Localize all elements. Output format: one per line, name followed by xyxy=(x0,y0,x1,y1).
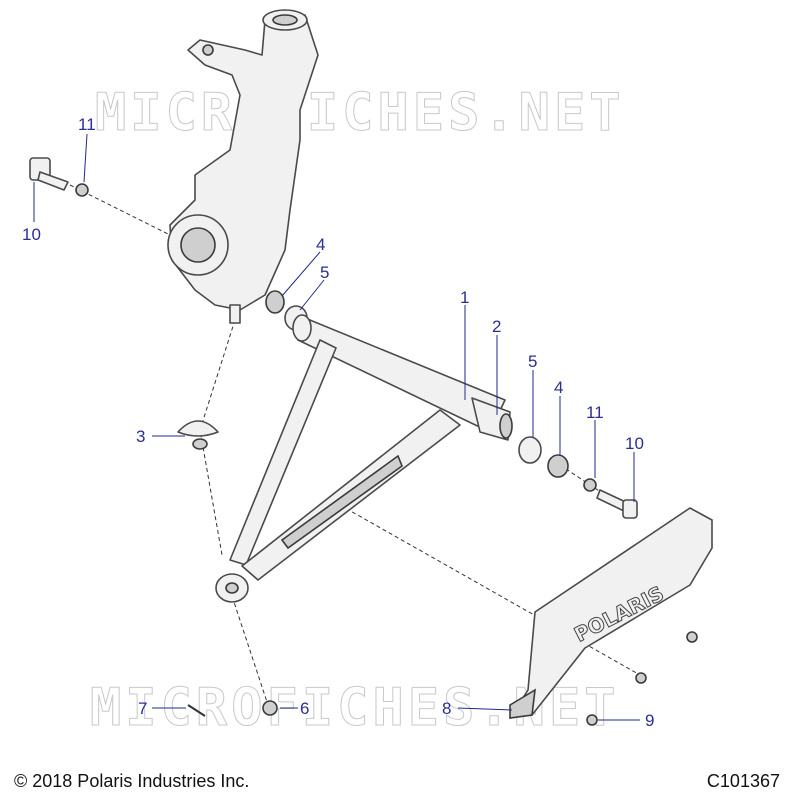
bolt-left xyxy=(29,157,69,191)
assembly-line-balljoint xyxy=(199,319,236,556)
callout-7: 7 xyxy=(138,699,147,718)
assembly-line-nut xyxy=(229,589,269,706)
fastener-9a xyxy=(686,631,698,643)
skid-plate: POLARIS xyxy=(509,507,713,719)
washer-right xyxy=(583,478,597,492)
callout-11-right: 11 xyxy=(586,403,604,422)
assembly-line-skid xyxy=(339,504,641,676)
callout-5-right: 5 xyxy=(528,352,537,371)
a-arm xyxy=(215,314,513,603)
boot-base xyxy=(192,438,208,450)
callout-2: 2 xyxy=(492,317,501,336)
watermark-top: MICROFICHES.NET xyxy=(95,83,625,143)
cotter-pin-7 xyxy=(187,704,206,717)
spacer-right xyxy=(518,436,542,464)
callout-9: 9 xyxy=(645,711,654,730)
callout-8: 8 xyxy=(442,699,451,718)
bushing-right xyxy=(547,454,569,478)
fastener-9c xyxy=(586,714,598,726)
washer-left xyxy=(75,183,89,197)
callout-4-right: 4 xyxy=(554,378,563,397)
callout-11-left: 11 xyxy=(78,115,96,134)
bolt-right xyxy=(596,489,638,519)
callout-1: 1 xyxy=(460,288,469,307)
diagram-id: C101367 xyxy=(706,771,780,791)
steering-knuckle xyxy=(167,9,319,324)
callout-10-right: 10 xyxy=(625,434,644,453)
fastener-9b xyxy=(635,672,647,684)
ball-joint-boot xyxy=(177,420,219,437)
callout-6: 6 xyxy=(300,699,309,718)
bushing-left xyxy=(265,290,285,314)
leader-5-left xyxy=(299,279,325,311)
leader-8 xyxy=(457,707,513,711)
leader-4-left xyxy=(281,251,321,297)
callout-10-left: 10 xyxy=(22,225,41,244)
callout-5-left: 5 xyxy=(320,263,329,282)
leader-11-left xyxy=(83,133,88,183)
hex-nut-6 xyxy=(262,700,278,716)
copyright-text: © 2018 Polaris Industries Inc. xyxy=(14,771,250,791)
callout-3: 3 xyxy=(136,427,145,446)
callout-4-left: 4 xyxy=(316,235,325,254)
